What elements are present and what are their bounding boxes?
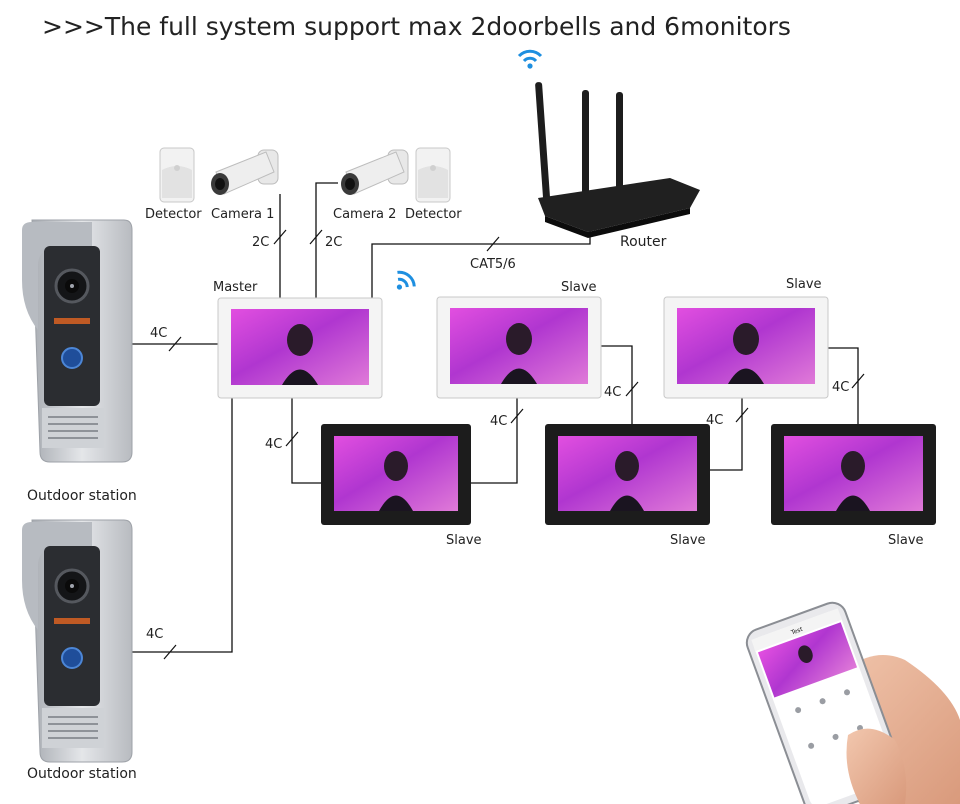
wire-label-2c: 2C	[325, 235, 342, 250]
wire-label-4c: 4C	[265, 437, 282, 452]
wire-label-4c: 4C	[150, 326, 167, 341]
camera2-label: Camera 2	[333, 207, 396, 222]
slave-label: Slave	[561, 280, 597, 295]
wifi-icon	[519, 51, 541, 68]
outdoor-station-1	[22, 220, 132, 462]
router-icon	[535, 82, 700, 238]
master-label: Master	[213, 280, 258, 295]
camera1-label: Camera 1	[211, 207, 274, 222]
monitor-slave	[771, 424, 936, 525]
monitor-slave	[321, 424, 471, 525]
detector-label: Detector	[405, 207, 462, 222]
slave-label: Slave	[786, 277, 822, 292]
camera-icon	[341, 150, 408, 195]
detector-label: Detector	[145, 207, 202, 222]
camera-icon	[211, 150, 278, 195]
outdoor-station-2	[22, 520, 132, 762]
slave-label: Slave	[446, 533, 482, 548]
monitor-slave	[664, 297, 828, 398]
wire-label-4c: 4C	[832, 380, 849, 395]
wire-label-2c: 2C	[252, 235, 269, 250]
slave-label: Slave	[670, 533, 706, 548]
monitor-slave	[437, 297, 601, 398]
detector-icon	[160, 148, 194, 202]
wire-label-4c: 4C	[604, 385, 621, 400]
page-title: >>>The full system support max 2doorbell…	[42, 12, 791, 41]
outdoor-station-label: Outdoor station	[27, 488, 137, 504]
monitor-master	[218, 298, 382, 398]
wifi-icon	[389, 269, 417, 296]
detector-icon	[416, 148, 450, 202]
outdoor-station-label: Outdoor station	[27, 766, 137, 782]
wire-label-cat: CAT5/6	[470, 257, 516, 272]
smartphone-app: Test	[743, 599, 960, 804]
wire-label-4c: 4C	[146, 627, 163, 642]
slave-label: Slave	[888, 533, 924, 548]
monitor-slave	[545, 424, 710, 525]
router-label: Router	[620, 234, 667, 250]
wire-label-4c: 4C	[490, 414, 507, 429]
